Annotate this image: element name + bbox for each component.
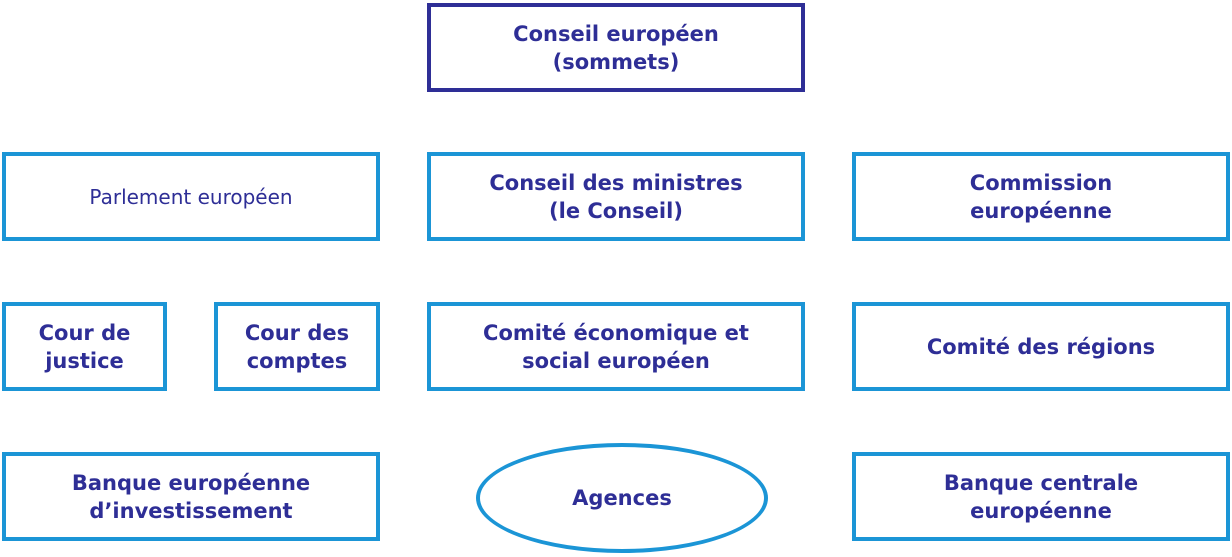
conseil-ministres-box: Conseil des ministres (le Conseil): [427, 152, 805, 241]
bce-box: Banque centrale européenne: [852, 452, 1230, 541]
comite-regions-box: Comité des régions: [852, 302, 1230, 391]
comite-regions-label: Comité des régions: [926, 334, 1156, 359]
cour-justice-box: Cour de justice: [2, 302, 167, 391]
bei-label: Banque européenne d’investissement: [71, 470, 311, 523]
conseil-europeen-box: Conseil européen (sommets): [427, 3, 805, 92]
commission-label: Commission européenne: [969, 170, 1113, 223]
cour-justice-label: Cour de justice: [38, 320, 131, 373]
comite-economique-label: Comité économique et social européen: [483, 320, 749, 373]
cour-comptes-box: Cour des comptes: [214, 302, 380, 391]
conseil-ministres-label: Conseil des ministres (le Conseil): [489, 170, 743, 223]
conseil-europeen-label: Conseil européen (sommets): [513, 21, 719, 74]
bei-box: Banque européenne d’investissement: [2, 452, 380, 541]
comite-economique-box: Comité économique et social européen: [427, 302, 805, 391]
agences-label: Agences: [572, 486, 672, 510]
commission-box: Commission européenne: [852, 152, 1230, 241]
cour-comptes-label: Cour des comptes: [244, 320, 350, 373]
parlement-europeen-box: Parlement européen: [2, 152, 380, 241]
parlement-europeen-label: Parlement européen: [89, 184, 293, 209]
bce-label: Banque centrale européenne: [943, 470, 1139, 523]
agences-oval: Agences: [476, 443, 768, 553]
